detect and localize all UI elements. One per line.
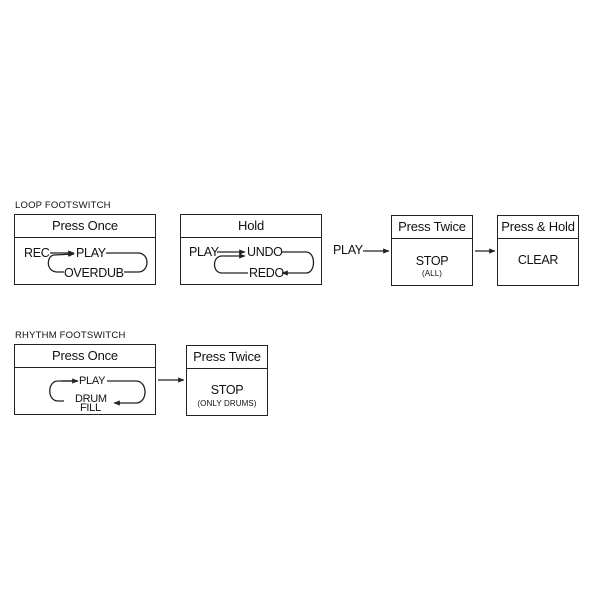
loop-stop-label: STOP — [415, 254, 449, 268]
rhythm-drum-label: DRUM — [75, 393, 107, 405]
overdub-to-play-loop — [47, 251, 75, 273]
rhythm-press-twice-header: Press Twice — [187, 346, 267, 369]
loop-overdub-label: OVERDUB — [64, 266, 124, 280]
loop-footswitch-title: LOOP FOOTSWITCH — [15, 200, 111, 211]
loop-press-hold-header: Press & Hold — [498, 216, 578, 239]
rhythm-play-label: PLAY — [79, 375, 106, 387]
rhythm-stop-label: STOP — [210, 383, 244, 397]
loop-clear-label: CLEAR — [517, 253, 559, 267]
loop-rec-label: REC — [24, 246, 50, 260]
play-to-overdub-loop — [106, 252, 148, 273]
hold-play-label: PLAY — [189, 245, 219, 259]
rhythm-press-twice-box: Press Twice — [186, 345, 268, 416]
hold-redo-label: REDO — [249, 266, 284, 280]
loop-hold-header: Hold — [181, 215, 321, 238]
loop-press-once-box: Press Once — [14, 214, 156, 285]
loop-stop-sub-label: (ALL) — [421, 269, 443, 278]
rhythm-footswitch-title: RHYTHM FOOTSWITCH — [15, 330, 126, 341]
rhythm-fill-label: FILL — [80, 402, 101, 414]
loop-press-twice-box: Press Twice — [391, 215, 473, 286]
rhythm-loop-left — [49, 380, 78, 402]
redo-to-undo-loop — [213, 253, 248, 274]
rhythm-press-once-header: Press Once — [15, 345, 155, 368]
hold-undo-label: UNDO — [247, 245, 283, 259]
loop-play-label: PLAY — [76, 246, 106, 260]
loop-press-once-header: Press Once — [15, 215, 155, 238]
undo-to-redo-loop — [281, 251, 315, 276]
rhythm-press-once-box: Press Once — [14, 344, 156, 415]
loop-press-twice-header: Press Twice — [392, 216, 472, 239]
loop-press-hold-box: Press & Hold — [497, 215, 579, 286]
rhythm-stop-sub-label: (ONLY DRUMS) — [197, 399, 257, 408]
rhythm-loop-right — [107, 380, 146, 406]
loop-play-transition-label: PLAY — [333, 243, 363, 257]
